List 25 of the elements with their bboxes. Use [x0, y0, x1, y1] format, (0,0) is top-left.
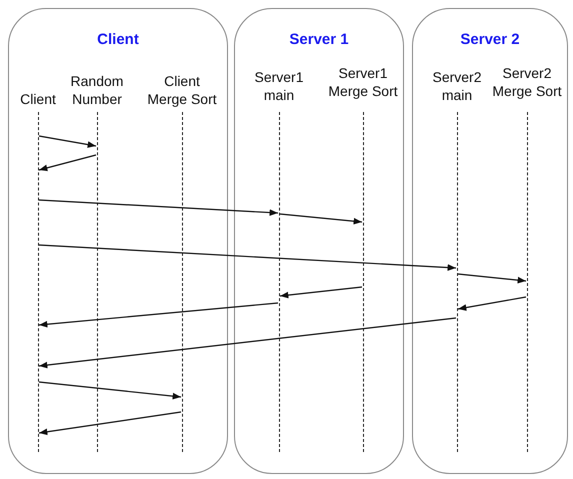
participant-label: Client — [19, 90, 57, 108]
participant-label: Server1 main — [253, 68, 305, 104]
group-panel — [234, 8, 404, 474]
participant-label: Server2 main — [431, 68, 483, 104]
message-arrow — [280, 286, 362, 298]
message-arrow — [38, 154, 96, 172]
message-arrow — [38, 199, 278, 216]
participant-label: Server2 Merge Sort — [491, 64, 563, 100]
message-arrow — [38, 135, 96, 148]
group-panel — [8, 8, 228, 474]
group-title: Server 1 — [289, 31, 349, 48]
message-arrow — [38, 381, 182, 400]
group-panel — [412, 8, 568, 474]
message-arrow — [38, 317, 456, 368]
message-arrow — [280, 213, 362, 225]
group-title: Client — [97, 31, 139, 48]
participant-label: Client Merge Sort — [146, 72, 218, 108]
message-arrow — [458, 273, 526, 284]
participant-label: Random Number — [70, 72, 124, 108]
participant-label: Server1 Merge Sort — [327, 64, 399, 100]
message-arrow — [458, 296, 526, 311]
message-arrow — [38, 244, 456, 271]
message-arrow — [38, 302, 278, 328]
message-arrow — [38, 411, 182, 436]
group-title: Server 2 — [460, 31, 520, 48]
